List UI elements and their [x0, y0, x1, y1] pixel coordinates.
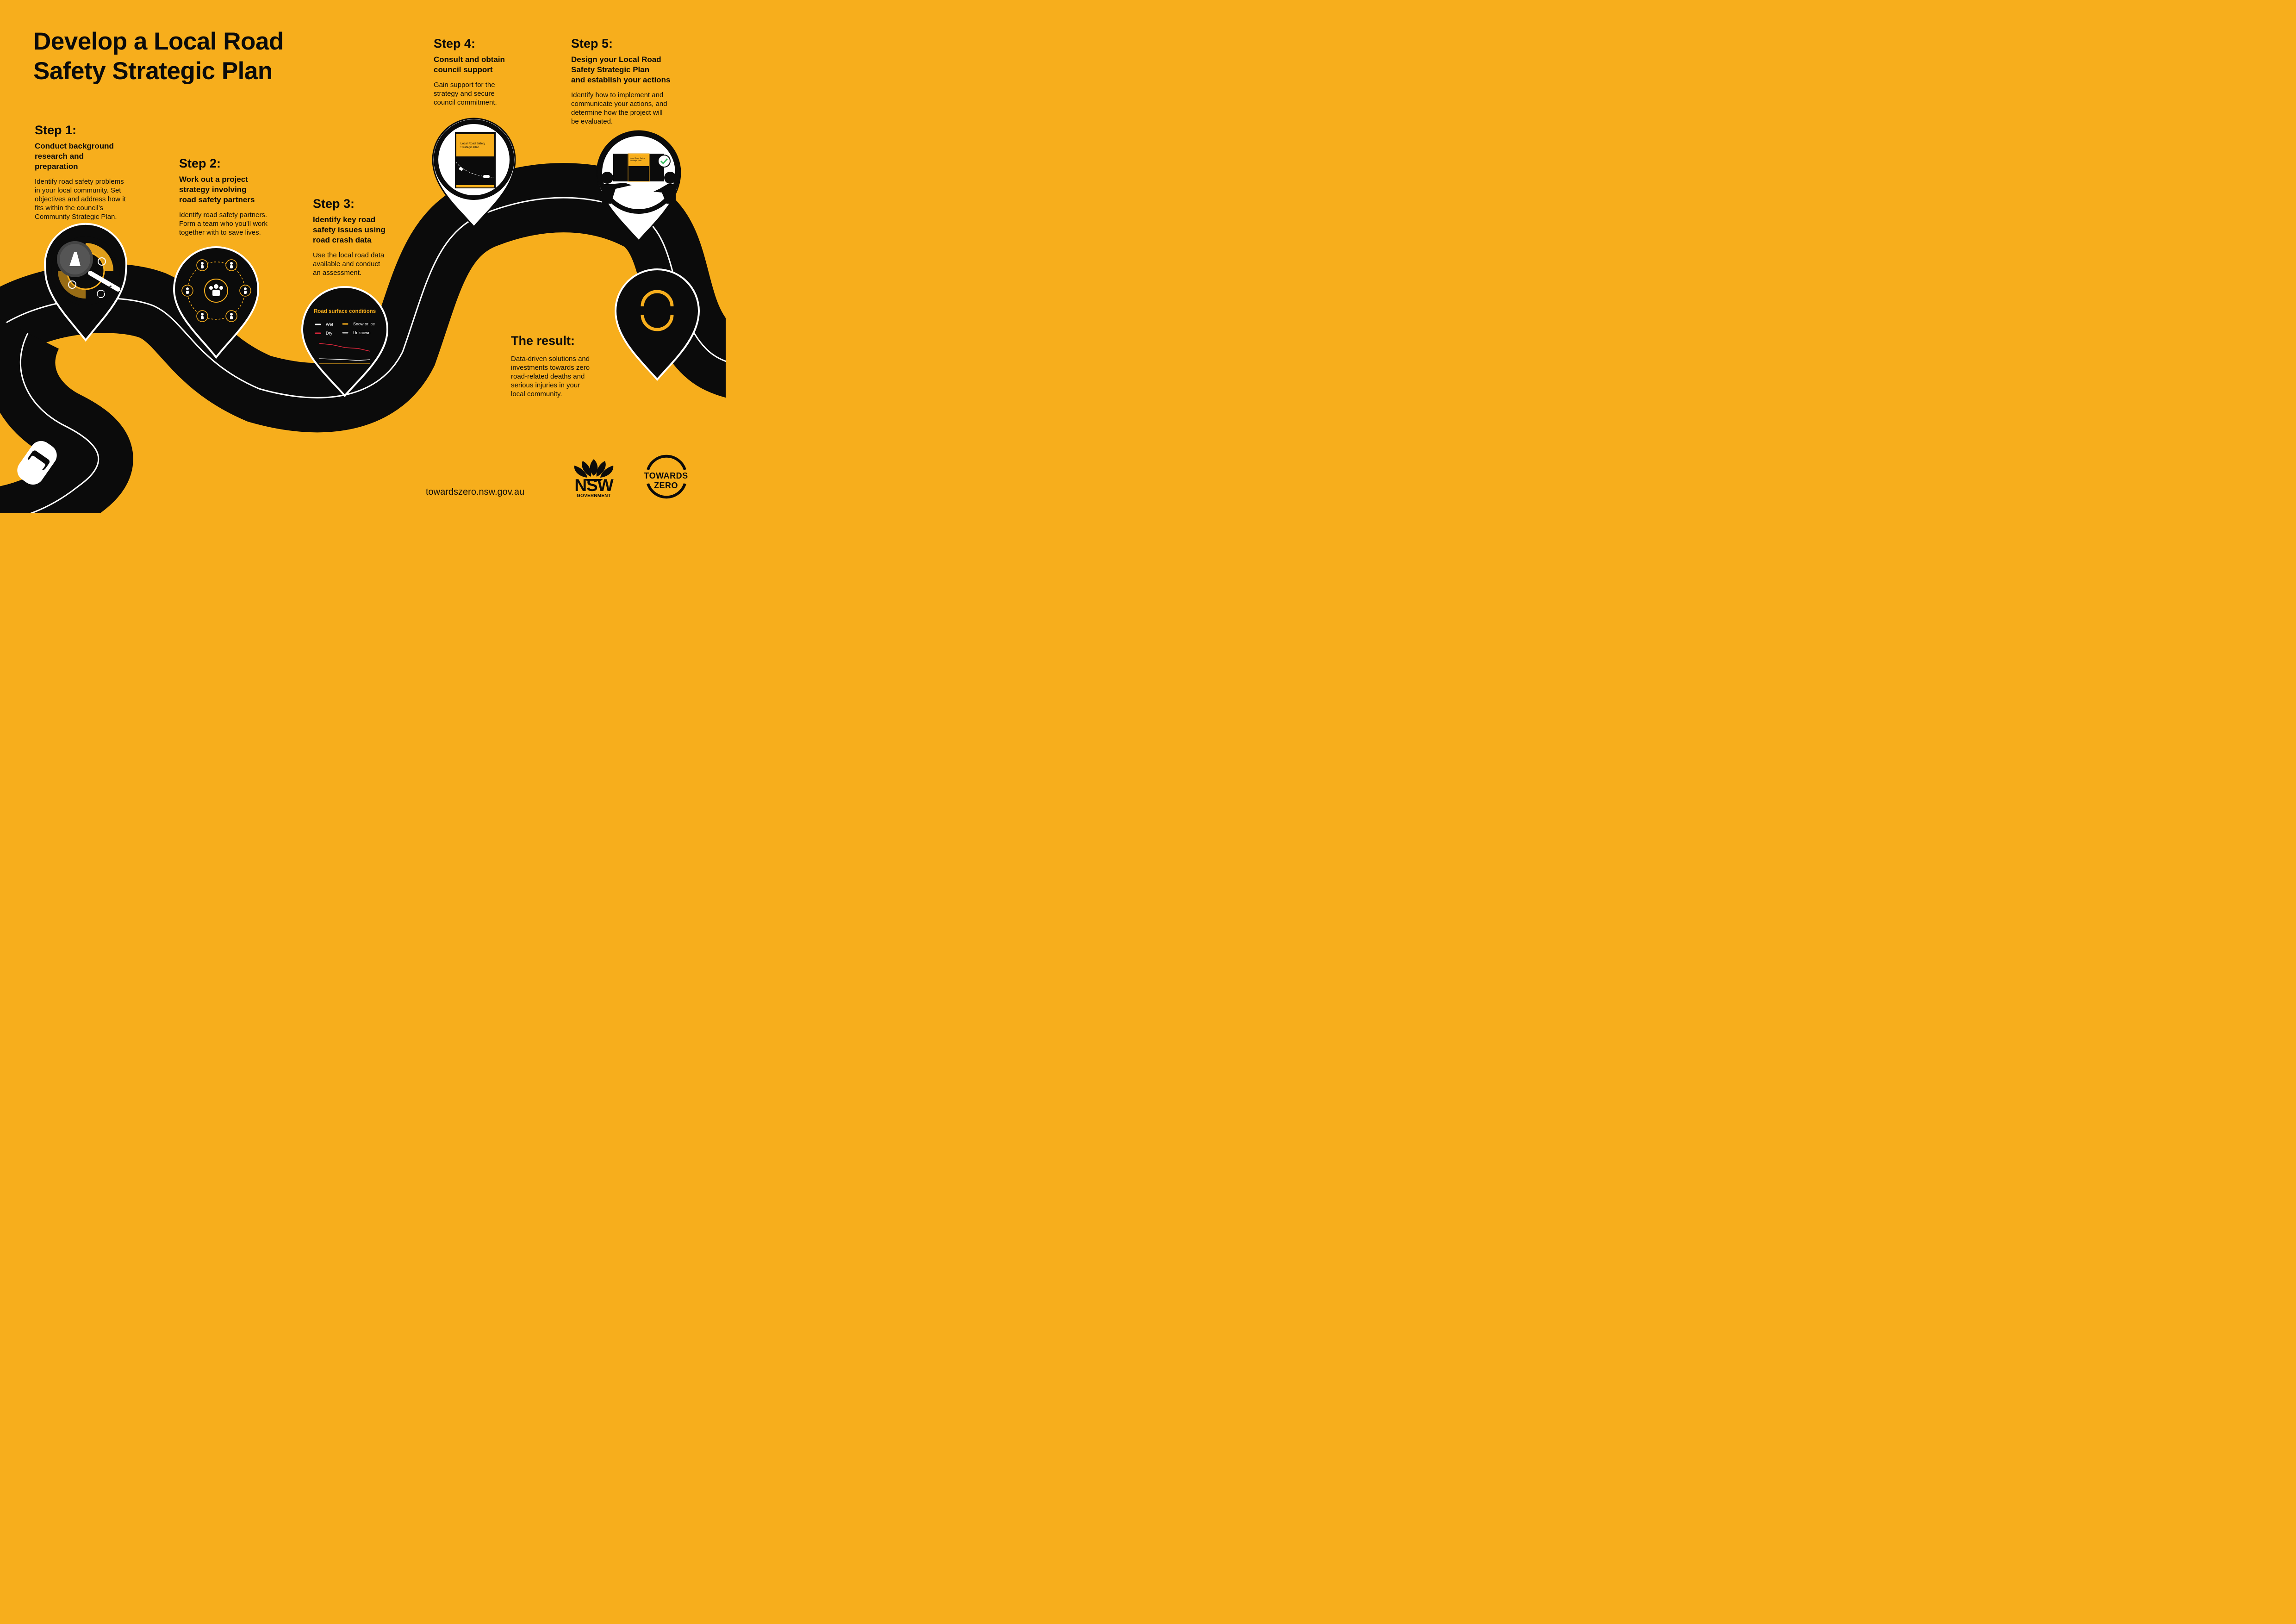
- doc5-title-1: Local Road Safety: [630, 157, 645, 159]
- series-wet: [319, 358, 371, 361]
- pin-step-1: Safe speeds Safe vehicles Safe people: [44, 223, 127, 342]
- step-5: Step 5: Design your Local Road Safety St…: [571, 36, 687, 126]
- towards-zero-wordmark: TOWARDS ZERO: [644, 471, 688, 490]
- presenter-left: [601, 172, 613, 184]
- title-line-2: Safety Strategic Plan: [33, 57, 273, 85]
- pin-step-3: Road surface conditions Wet Snow or ice …: [301, 286, 389, 398]
- series-dry: [319, 343, 371, 352]
- car-icon: [17, 441, 57, 485]
- towards-zero-logo: [647, 454, 686, 499]
- pin3-chart-title: Road surface conditions: [314, 309, 376, 314]
- step-1: Step 1: Conduct background research and …: [35, 123, 143, 221]
- road-map-illustration: Safe speeds Safe vehicles Safe people: [0, 118, 726, 513]
- step-description: Gain support for the strategy and secure…: [434, 81, 497, 106]
- legend-unknown: Unknown: [353, 330, 371, 335]
- legend-snow: Snow or ice: [353, 322, 375, 326]
- step-heading: Design your Local Road Safety Strategic …: [571, 55, 671, 84]
- towards-zero-arc-top: [641, 290, 674, 307]
- step-4: Step 4: Consult and obtain council suppo…: [434, 36, 526, 107]
- doc4-title-2: Strategic Plan: [460, 146, 479, 149]
- page-title: Develop a Local Road Safety Strategic Pl…: [33, 27, 284, 86]
- step-number: Step 2:: [179, 156, 221, 170]
- step-number: Step 4:: [434, 37, 476, 50]
- speedometer-icon: [98, 257, 106, 266]
- step-2: Step 2: Work out a project strategy invo…: [179, 156, 290, 237]
- pin-result: [614, 268, 700, 381]
- doc4-title-1: Local Road Safety: [460, 142, 485, 145]
- nsw-waratah-logo: [574, 459, 614, 481]
- pin-step-2: [173, 246, 260, 359]
- car-icon: [68, 280, 76, 289]
- step-heading: Work out a project strategy involving ro…: [179, 175, 255, 204]
- result-block: The result: Data-driven solutions and in…: [511, 333, 604, 398]
- check-icon: [658, 155, 671, 168]
- website-link[interactable]: towardszero.nsw.gov.au: [426, 487, 525, 497]
- legend-dry: Dry: [326, 331, 332, 336]
- result-heading: The result:: [511, 334, 575, 348]
- step-description: Identify road safety problems in your lo…: [35, 178, 126, 221]
- people-icon: [97, 290, 105, 298]
- road-icon: [69, 252, 81, 266]
- step-heading: Consult and obtain council support: [434, 55, 505, 74]
- step-description: Identify road safety partners. Form a te…: [179, 211, 268, 236]
- step-description: Identify how to implement and communicat…: [571, 91, 667, 125]
- step-heading: Conduct background research and preparat…: [35, 142, 114, 171]
- nsw-word: NSW: [574, 476, 613, 495]
- legend-wet: Wet: [326, 322, 333, 327]
- result-description: Data-driven solutions and investments to…: [511, 355, 590, 398]
- step-heading: Identify key road safety issues using ro…: [313, 215, 386, 244]
- pin-step-4: Local Road Safety Strategic Plan: [432, 118, 516, 228]
- step-description: Use the local road data available and co…: [313, 251, 385, 277]
- road-lower-loop: [0, 319, 133, 513]
- step-number: Step 5:: [571, 37, 613, 50]
- presenter-right: [664, 172, 676, 184]
- title-line-1: Develop a Local Road: [33, 28, 284, 55]
- pin-step-5: Local Road Safety Strategic Plan: [596, 130, 681, 242]
- step-number: Step 1:: [35, 123, 77, 137]
- nsw-government-logo: NSW GOVERNMENT: [572, 476, 616, 498]
- nsw-government-word: GOVERNMENT: [577, 493, 611, 498]
- step-number: Step 3:: [313, 197, 355, 211]
- doc5-title-2: Strategic Plan: [630, 159, 641, 162]
- step-3: Step 3: Identify key road safety issues …: [313, 196, 405, 277]
- towards-zero-arc-bottom: [641, 314, 674, 331]
